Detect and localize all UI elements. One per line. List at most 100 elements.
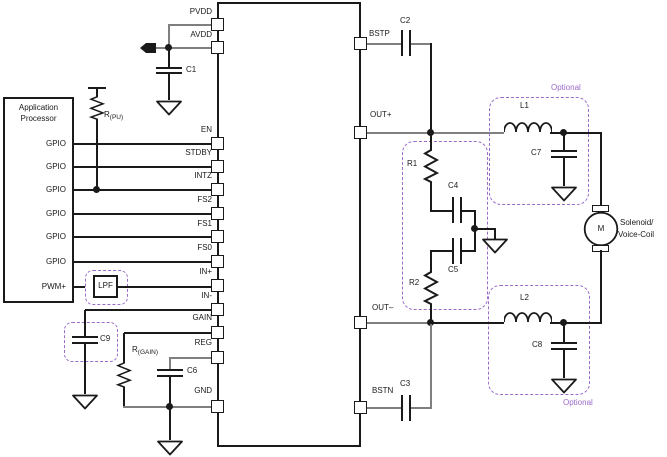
pin-gain	[211, 326, 224, 339]
snubber-gnd-stub-h	[476, 228, 496, 230]
c4-capacitor	[460, 197, 462, 223]
wire-outm	[367, 322, 431, 324]
r1-label: R1	[407, 159, 418, 168]
wire-lpf-to-inp	[118, 286, 212, 288]
c7-lead-top	[563, 133, 565, 150]
wire-c4-right	[462, 210, 475, 212]
c9-capacitor	[72, 342, 98, 344]
wire-outp	[367, 132, 504, 134]
processor-title-line2: Processor	[20, 114, 57, 123]
snubber-optional-box	[402, 141, 488, 310]
c1-lead-top	[168, 49, 170, 68]
wire-gpio-intz	[74, 189, 212, 191]
c6-lead-bottom	[169, 377, 171, 407]
c6-label: C6	[187, 366, 198, 375]
rpu-resistor	[89, 94, 105, 122]
c7-capacitor	[551, 150, 577, 152]
gnd-drop	[169, 408, 171, 440]
pin-avdd	[211, 41, 224, 54]
lpf-block	[93, 275, 118, 298]
junction-l2-c8	[560, 319, 567, 326]
wire-pwm-to-lpf	[74, 286, 85, 288]
wire-avdd	[154, 47, 212, 49]
rpu-stub	[96, 88, 98, 94]
ground-symbol-snubber	[482, 238, 508, 254]
motor-wire-top	[600, 132, 602, 206]
lc-filter-bottom-optional-box	[488, 285, 590, 395]
c3-label: C3	[400, 379, 411, 388]
wire-gpio-fs0	[74, 261, 212, 263]
c5-label: C5	[448, 265, 459, 274]
c8-capacitor	[551, 348, 577, 350]
wire-bstn	[367, 407, 401, 409]
wire-gpio-fs2	[74, 213, 212, 215]
pin-label-inp: IN+	[199, 267, 212, 276]
c1-label: C1	[186, 65, 197, 74]
l2-inductor	[504, 312, 552, 323]
c7-label: C7	[531, 148, 542, 157]
c1-capacitor	[156, 67, 182, 69]
pin-inp	[211, 279, 224, 292]
pin-label-fs2: FS2	[197, 195, 212, 204]
c6-capacitor	[157, 369, 183, 371]
c1-capacitor	[156, 72, 182, 74]
pwm-label: PWM+	[41, 282, 66, 291]
c3-capacitor	[409, 395, 411, 421]
pin-outm	[354, 316, 367, 329]
snubber-gnd-stub-v	[494, 228, 496, 239]
wire-gpio-fs1	[74, 236, 212, 238]
application-processor-box	[3, 97, 74, 303]
ground-symbol-c1	[156, 100, 182, 116]
wire-r1-c4	[430, 210, 452, 212]
rpu-lead	[96, 122, 98, 191]
r1-lead-bottom	[430, 185, 432, 212]
wire-c5-r2	[430, 250, 432, 268]
pin-intz	[211, 183, 224, 196]
pin-stdby	[211, 160, 224, 173]
motor-wire-bottom	[600, 250, 602, 324]
pin-label-gnd: GND	[194, 386, 212, 395]
pin-label-fs1: FS1	[197, 219, 212, 228]
pin-label-outp: OUT+	[370, 110, 392, 119]
pin-fs2	[211, 207, 224, 220]
junction-l1-c7	[560, 129, 567, 136]
c9-label: C9	[100, 334, 111, 343]
pin-reg	[211, 351, 224, 364]
junction-outp	[427, 129, 434, 136]
c9-capacitor	[72, 336, 98, 338]
junction-snubber-gnd	[471, 225, 478, 232]
junction-gnd	[166, 403, 173, 410]
c6-capacitor	[157, 375, 183, 377]
pin-label-outm: OUT–	[372, 303, 394, 312]
c8-lead-top	[563, 323, 565, 342]
wire-gain-drop	[123, 333, 125, 360]
r2-lead-bottom	[430, 308, 432, 323]
rgain-lead-bottom	[123, 390, 125, 407]
c2-label: C2	[400, 16, 411, 25]
gpio-label: GPIO	[45, 162, 66, 171]
pin-fs0	[211, 255, 224, 268]
c7-capacitor	[551, 156, 577, 158]
load-label-line1: Solenoid/	[620, 218, 654, 227]
pin-outp	[354, 126, 367, 139]
wire-reg	[169, 357, 212, 359]
wire-l1-out	[550, 132, 602, 134]
c1-lead-bottom	[168, 74, 170, 100]
rpu-label: R(PU)	[104, 110, 124, 121]
pin-en	[211, 137, 224, 150]
c4-label: C4	[448, 181, 459, 190]
wire-c5-right	[462, 250, 475, 252]
wire-inm-drop	[84, 310, 86, 337]
wire-gpio-stdby	[74, 166, 212, 168]
wire-c3-out	[411, 407, 432, 409]
c9-optional-box	[64, 322, 118, 362]
c5-capacitor	[460, 238, 462, 264]
junction-outm	[427, 319, 434, 326]
wire-outm-c3-drop	[430, 324, 432, 408]
ic-body	[217, 2, 361, 447]
pin-label-reg: REG	[194, 338, 212, 347]
motor-terminal-top	[592, 205, 609, 212]
pin-label-stdby: STDBY	[185, 148, 212, 157]
motor-letter: M	[597, 224, 605, 233]
ground-symbol-c8	[551, 378, 577, 394]
